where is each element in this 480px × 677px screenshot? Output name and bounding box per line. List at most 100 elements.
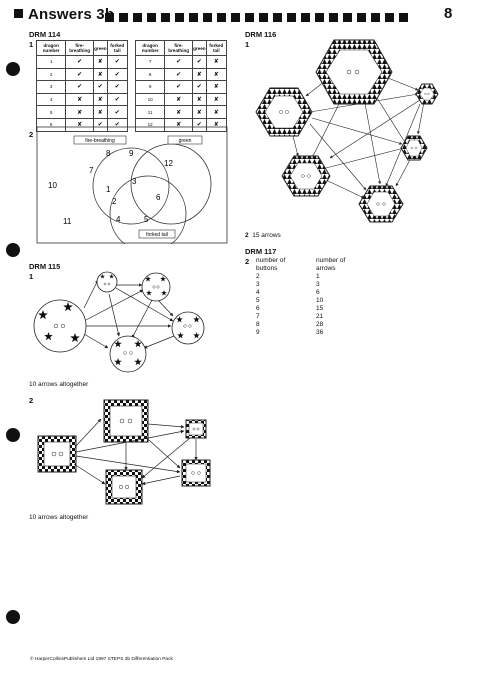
venn-n1: 1	[106, 185, 111, 194]
venn-n8: 8	[106, 149, 111, 158]
square-buttons-diagram	[37, 399, 211, 505]
table-row: 1✔✘✔	[35, 55, 129, 69]
buttons-column: number of buttons 2 3 4 5 6 7 8 9	[256, 257, 316, 337]
table-cell: 2	[256, 273, 260, 280]
col-head: buttons	[256, 265, 278, 272]
col-head: green	[93, 40, 108, 56]
hexagon-node-large-top	[315, 39, 393, 105]
venn-n6: 6	[156, 193, 161, 202]
arrow-lines	[83, 279, 175, 349]
table-row: 10✘✘✘	[134, 92, 228, 107]
venn-n5: 5	[144, 215, 149, 224]
drm115-q2: 2	[29, 396, 34, 405]
drm116-label: DRM 116	[245, 30, 277, 39]
table-row: 5✘✘✔	[35, 105, 129, 119]
venn-n2: 2	[112, 197, 117, 206]
table-cell: 15	[316, 305, 324, 312]
venn-label-box-tail	[138, 229, 176, 239]
table-header-row: dragon number fire-breathing green forke…	[35, 40, 129, 56]
binder-hole	[6, 610, 20, 624]
col-head: forked tail	[205, 40, 228, 56]
arrows-column: number of arrows 1 3 6 10 15 21 28 36	[316, 257, 376, 337]
binder-hole	[6, 62, 20, 76]
binder-hole	[6, 428, 20, 442]
page-number: 8	[444, 5, 453, 22]
venn-label-green: green	[179, 138, 192, 144]
venn-n12: 12	[164, 159, 173, 168]
header-squares	[105, 10, 435, 28]
table-header-row: dragon number fire-breathing green forke…	[134, 40, 228, 56]
venn-n4: 4	[116, 215, 121, 224]
drm116-answer2-text: 15 arrows	[252, 232, 281, 239]
venn-circle-tail	[109, 175, 187, 244]
button-node-large	[33, 299, 87, 353]
col-head: number of	[256, 257, 286, 264]
square-node-large-left	[37, 435, 77, 473]
col-head: fire-breathing	[65, 40, 95, 56]
page-title: Answers 3b	[28, 6, 115, 23]
table-cell: 36	[316, 329, 324, 336]
hexagon-node-middle	[281, 155, 331, 197]
table-row: 6✘✔✔	[35, 117, 129, 132]
button-node-medium	[141, 272, 171, 302]
dragon-table-left: dragon number fire-breathing green forke…	[35, 40, 129, 132]
table-row: 8✔✘✘	[134, 67, 228, 82]
table-row: 3✔✔✔	[35, 80, 129, 94]
drm115-label: DRM 115	[29, 262, 61, 271]
table-cell: 3	[256, 281, 260, 288]
drm117-q2: 2	[245, 257, 250, 266]
page-header: Answers 3b	[14, 6, 114, 23]
button-node-right	[171, 311, 205, 345]
square-node-top	[103, 399, 149, 443]
drm116-q2: 2	[245, 232, 249, 239]
table-cell: 10	[316, 297, 324, 304]
hexagon-node-left	[255, 87, 313, 137]
col-head: fire-breathing	[164, 40, 194, 56]
binder-hole	[6, 243, 20, 257]
table-cell: 28	[316, 321, 324, 328]
col-head: arrows	[316, 265, 336, 272]
drm117-label: DRM 117	[245, 247, 277, 256]
table-cell: 6	[256, 305, 260, 312]
hexagon-buttons-diagram	[255, 39, 439, 223]
square-node-small	[185, 419, 207, 439]
copyright-footer: © HarperCollinsPublishers Ltd 1997 STEPS…	[30, 657, 173, 662]
table-cell: 4	[256, 289, 260, 296]
button-node-bottom	[109, 335, 147, 373]
hexagon-node-bottom	[358, 185, 404, 223]
table-cell: 3	[316, 281, 320, 288]
venn-label-tail: forked tail	[146, 232, 168, 238]
table-cell: 6	[316, 289, 320, 296]
square-node-bottom	[105, 469, 143, 505]
table-cell: 9	[256, 329, 260, 336]
drm114-label: DRM 114	[29, 30, 61, 39]
drm116-q1: 1	[245, 40, 250, 49]
hexagon-node-small-right	[400, 135, 428, 161]
drm115-caption2: 10 arrows altogether	[29, 514, 89, 521]
drm116-answer2: 2 15 arrows	[245, 232, 281, 239]
col-head: dragon number	[134, 40, 166, 56]
venn-label-box-fire	[73, 135, 127, 145]
table-row: 11✘✘✘	[134, 105, 228, 119]
venn-n10: 10	[48, 181, 57, 190]
star-buttons-diagram	[33, 271, 205, 373]
venn-n7: 7	[89, 166, 94, 175]
dragon-table-right: dragon number fire-breathing green forke…	[134, 40, 228, 132]
venn-diagram: fire-breathing green forked tail 7 8 9 1…	[36, 126, 228, 244]
table-row: 9✔✔✘	[134, 80, 228, 94]
arrow-lines	[291, 73, 425, 199]
table-cell: 21	[316, 313, 324, 320]
venn-n9: 9	[129, 149, 134, 158]
drm115-caption1: 10 arrows altogether	[29, 381, 89, 388]
table-row: 7✔✔✘	[134, 55, 228, 69]
venn-circle-fire	[92, 147, 170, 225]
col-head: green	[192, 40, 207, 56]
table-cell: 5	[256, 297, 260, 304]
square-node-right	[181, 459, 211, 487]
button-node-small	[96, 271, 118, 293]
table-cell: 1	[316, 273, 320, 280]
hexagon-node-small-top	[415, 83, 439, 105]
venn-n11: 11	[63, 217, 72, 226]
table-row: 12✘✔✘	[134, 117, 228, 132]
header-square-icon	[14, 9, 23, 18]
